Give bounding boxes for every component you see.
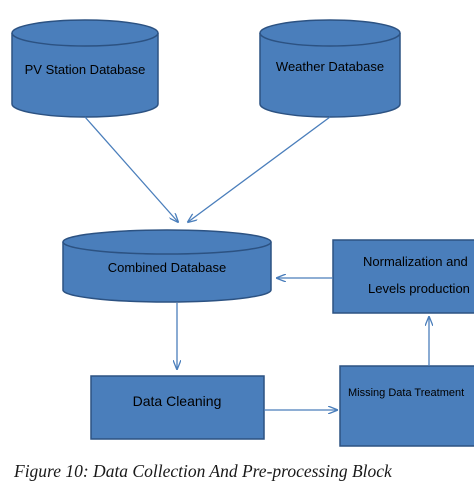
data-cleaning-node: Data Cleaning xyxy=(90,375,265,440)
weather-database-top xyxy=(259,19,401,47)
arrow-weather-to-combined xyxy=(188,116,331,222)
data-cleaning-label: Data Cleaning xyxy=(133,393,222,409)
pv-station-database-label: PV Station Database xyxy=(25,62,146,77)
missing-data-treatment-label: Missing Data Treatment xyxy=(348,387,464,399)
pv-station-database-top xyxy=(11,19,159,47)
pv-station-database-node: PV Station Database xyxy=(11,19,159,118)
arrow-pv-to-combined xyxy=(84,116,178,222)
normalization-node: Normalization and Levels production xyxy=(332,239,474,314)
normalization-label-line1: Normalization and xyxy=(363,254,468,269)
missing-data-treatment-node: Missing Data Treatment xyxy=(339,365,474,447)
weather-database-node: Weather Database xyxy=(259,19,401,118)
combined-database-top xyxy=(62,229,272,255)
weather-database-label: Weather Database xyxy=(276,59,384,74)
normalization-box xyxy=(332,239,474,314)
combined-database-label: Combined Database xyxy=(108,260,227,275)
combined-database-node: Combined Database xyxy=(62,229,272,303)
missing-data-treatment-box xyxy=(339,365,474,447)
normalization-label-line2: Levels production xyxy=(368,281,470,296)
data-cleaning-box xyxy=(90,375,265,440)
pv-station-database-body xyxy=(11,33,159,118)
combined-database-body xyxy=(62,242,272,303)
figure-caption: Figure 10: Data Collection And Pre-proce… xyxy=(14,461,392,481)
